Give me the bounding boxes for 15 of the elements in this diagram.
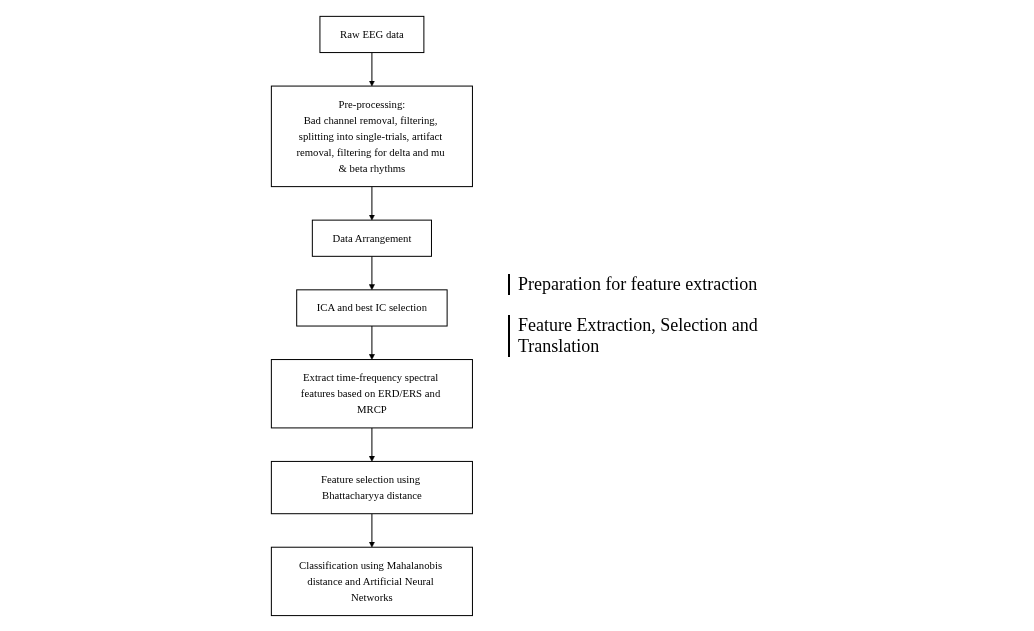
arrow	[369, 255, 375, 290]
node-box: Classification using Mahalanobis distance and Artificial Neural Networks	[270, 546, 474, 616]
arrow	[369, 512, 375, 547]
annotation-text: Feature Extraction, Selection and Translation	[507, 315, 768, 357]
node-box: Pre-processing: Bad channel removal, filtering, splitting into single-trials, artifact removal, filtering for delta and mu & beta rhythms	[270, 85, 474, 187]
node-box: Raw EEG data	[319, 15, 425, 53]
arrow	[369, 51, 375, 86]
node-box: Data Arrangement	[311, 219, 433, 257]
node-box: ICA and best IC selection	[296, 288, 448, 327]
arrow	[369, 325, 375, 360]
arrow	[369, 185, 375, 220]
annotation-text: Preparation for feature extraction	[507, 274, 758, 295]
node-box: Extract time-frequency spectral features based on ERD/ERS and MRCP	[270, 358, 474, 428]
node-box: Feature selection using Bhattacharyya distance	[270, 460, 474, 514]
arrow	[369, 426, 375, 462]
